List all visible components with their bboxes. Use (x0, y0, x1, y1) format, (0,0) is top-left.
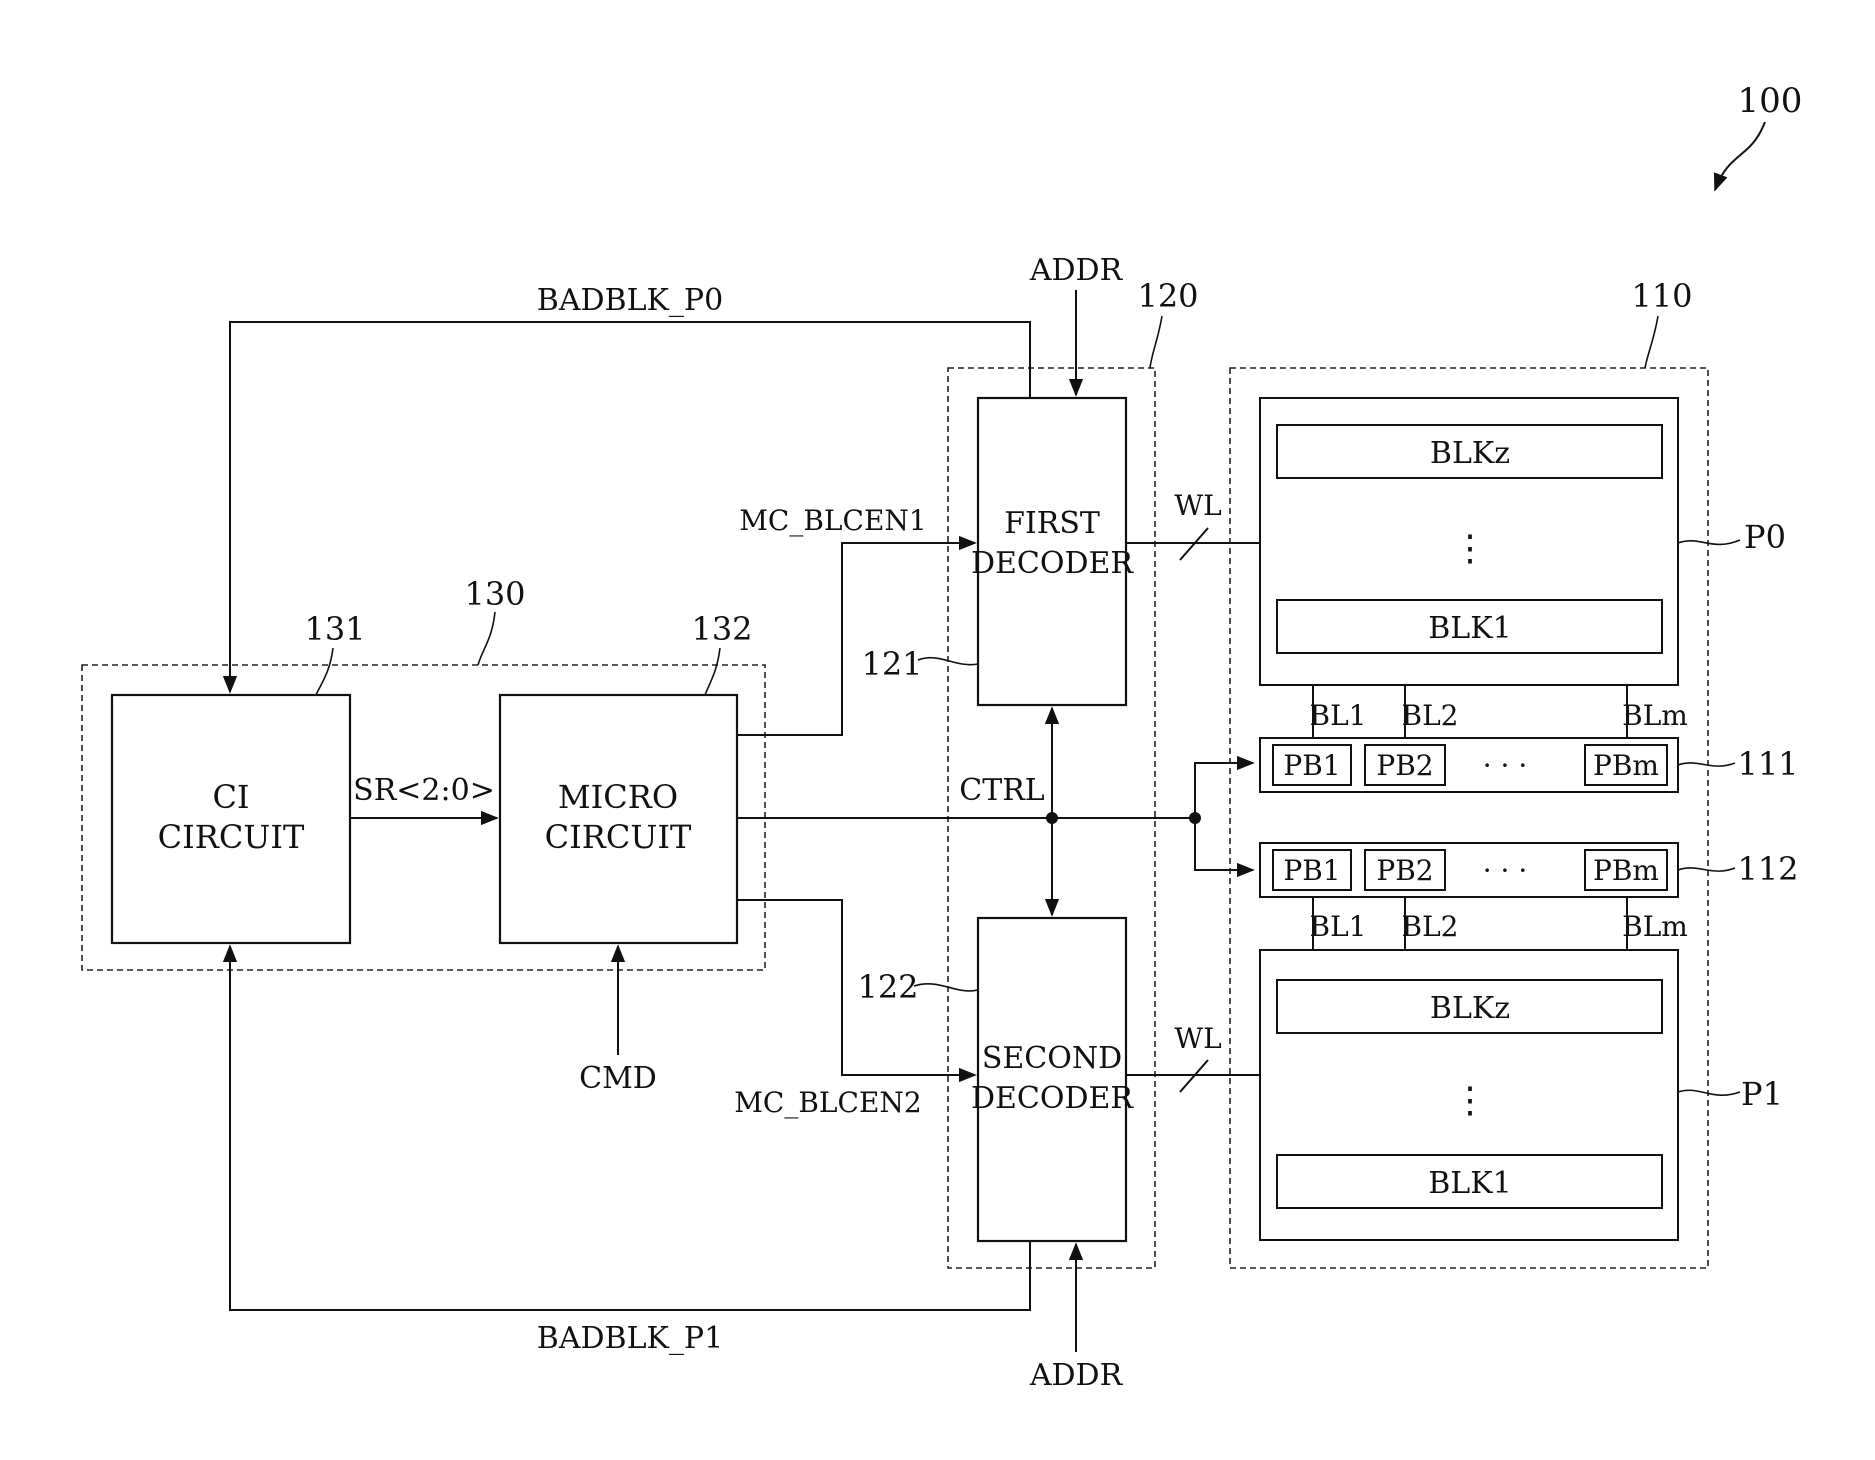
ctrl-signal-label: CTRL (959, 773, 1045, 808)
ref-131-leader (316, 648, 333, 695)
addr-top-label: ADDR (1029, 253, 1124, 288)
ctrl-to-pb-112 (1195, 818, 1253, 870)
plane-p0-label: P0 (1744, 518, 1786, 556)
first-decoder-label-line2: DECODER (971, 546, 1134, 581)
plane-p1-label: P1 (1741, 1075, 1783, 1113)
ref-label-111: 111 (1737, 745, 1798, 783)
bl2-top-label: BL2 (1402, 699, 1459, 732)
ref-label-121: 121 (861, 645, 922, 683)
ci-circuit-label-line1: CI (212, 778, 249, 816)
pb1-bottom-label: PB1 (1283, 854, 1340, 887)
p1-ellipsis: ⋮ (1452, 1080, 1488, 1121)
p1-block-bottom-label: BLK1 (1428, 1166, 1511, 1201)
bl2-bottom-label: BL2 (1402, 910, 1459, 943)
pbm-bottom-label: PBm (1593, 854, 1659, 887)
pb2-top-label: PB2 (1376, 749, 1433, 782)
bl1-bottom-label: BL1 (1310, 910, 1367, 943)
badblk-p1-label: BADBLK_P1 (537, 1321, 723, 1356)
first-decoder-label-line1: FIRST (1004, 506, 1100, 541)
ctrl-to-pb-111 (1195, 763, 1253, 818)
ref-110-leader (1645, 316, 1658, 368)
ref-label-132: 132 (691, 610, 752, 648)
ref-label-110: 110 (1631, 277, 1692, 315)
blm-top-label: BLm (1622, 699, 1688, 732)
ci-circuit-label-line2: CIRCUIT (158, 818, 305, 856)
second-decoder-label-line1: SECOND (982, 1041, 1122, 1076)
pb1-top-label: PB1 (1283, 749, 1340, 782)
ref-label-130: 130 (464, 575, 525, 613)
p0-leader (1678, 540, 1740, 544)
p0-block-top-label: BLKz (1430, 436, 1510, 471)
cmd-signal-label: CMD (579, 1061, 657, 1096)
mc-blcen1-path (737, 543, 975, 735)
bl1-top-label: BL1 (1310, 699, 1367, 732)
pb-top-ellipsis: · · · (1483, 749, 1528, 782)
mc-blcen1-label: MC_BLCEN1 (739, 504, 926, 537)
wl-top-label: WL (1174, 489, 1221, 522)
ref-120-leader (1150, 316, 1162, 368)
ref-label-131: 131 (304, 610, 365, 648)
ref-label-100: 100 (1738, 81, 1803, 121)
second-decoder-block (978, 918, 1126, 1241)
micro-circuit-label-line1: MICRO (558, 778, 678, 816)
blm-bottom-label: BLm (1622, 910, 1688, 943)
ref-100-arrow (1715, 122, 1765, 190)
pbm-top-label: PBm (1593, 749, 1659, 782)
ref-112-leader (1678, 868, 1735, 871)
mc-blcen2-path (737, 900, 975, 1075)
pb-bottom-ellipsis: · · · (1483, 854, 1528, 887)
badblk-p0-label: BADBLK_P0 (537, 283, 723, 318)
ref-label-112: 112 (1737, 850, 1798, 888)
ref-label-122: 122 (857, 968, 918, 1006)
p0-ellipsis: ⋮ (1452, 528, 1488, 569)
pb2-bottom-label: PB2 (1376, 854, 1433, 887)
p1-leader (1678, 1090, 1740, 1095)
wl-bottom-label: WL (1174, 1022, 1221, 1055)
mc-blcen2-label: MC_BLCEN2 (734, 1086, 921, 1119)
sr-signal-label: SR<2:0> (353, 773, 495, 808)
p0-block-bottom-label: BLK1 (1428, 611, 1511, 646)
second-decoder-label-line2: DECODER (971, 1081, 1134, 1116)
ref-130-leader (478, 612, 495, 665)
ref-label-120: 120 (1137, 277, 1198, 315)
micro-circuit-label-line2: CIRCUIT (545, 818, 692, 856)
ref-122-leader (914, 984, 978, 991)
ref-111-leader (1678, 763, 1735, 766)
addr-bottom-label: ADDR (1029, 1358, 1124, 1393)
p1-block-top-label: BLKz (1430, 991, 1510, 1026)
ref-132-leader (705, 648, 720, 695)
